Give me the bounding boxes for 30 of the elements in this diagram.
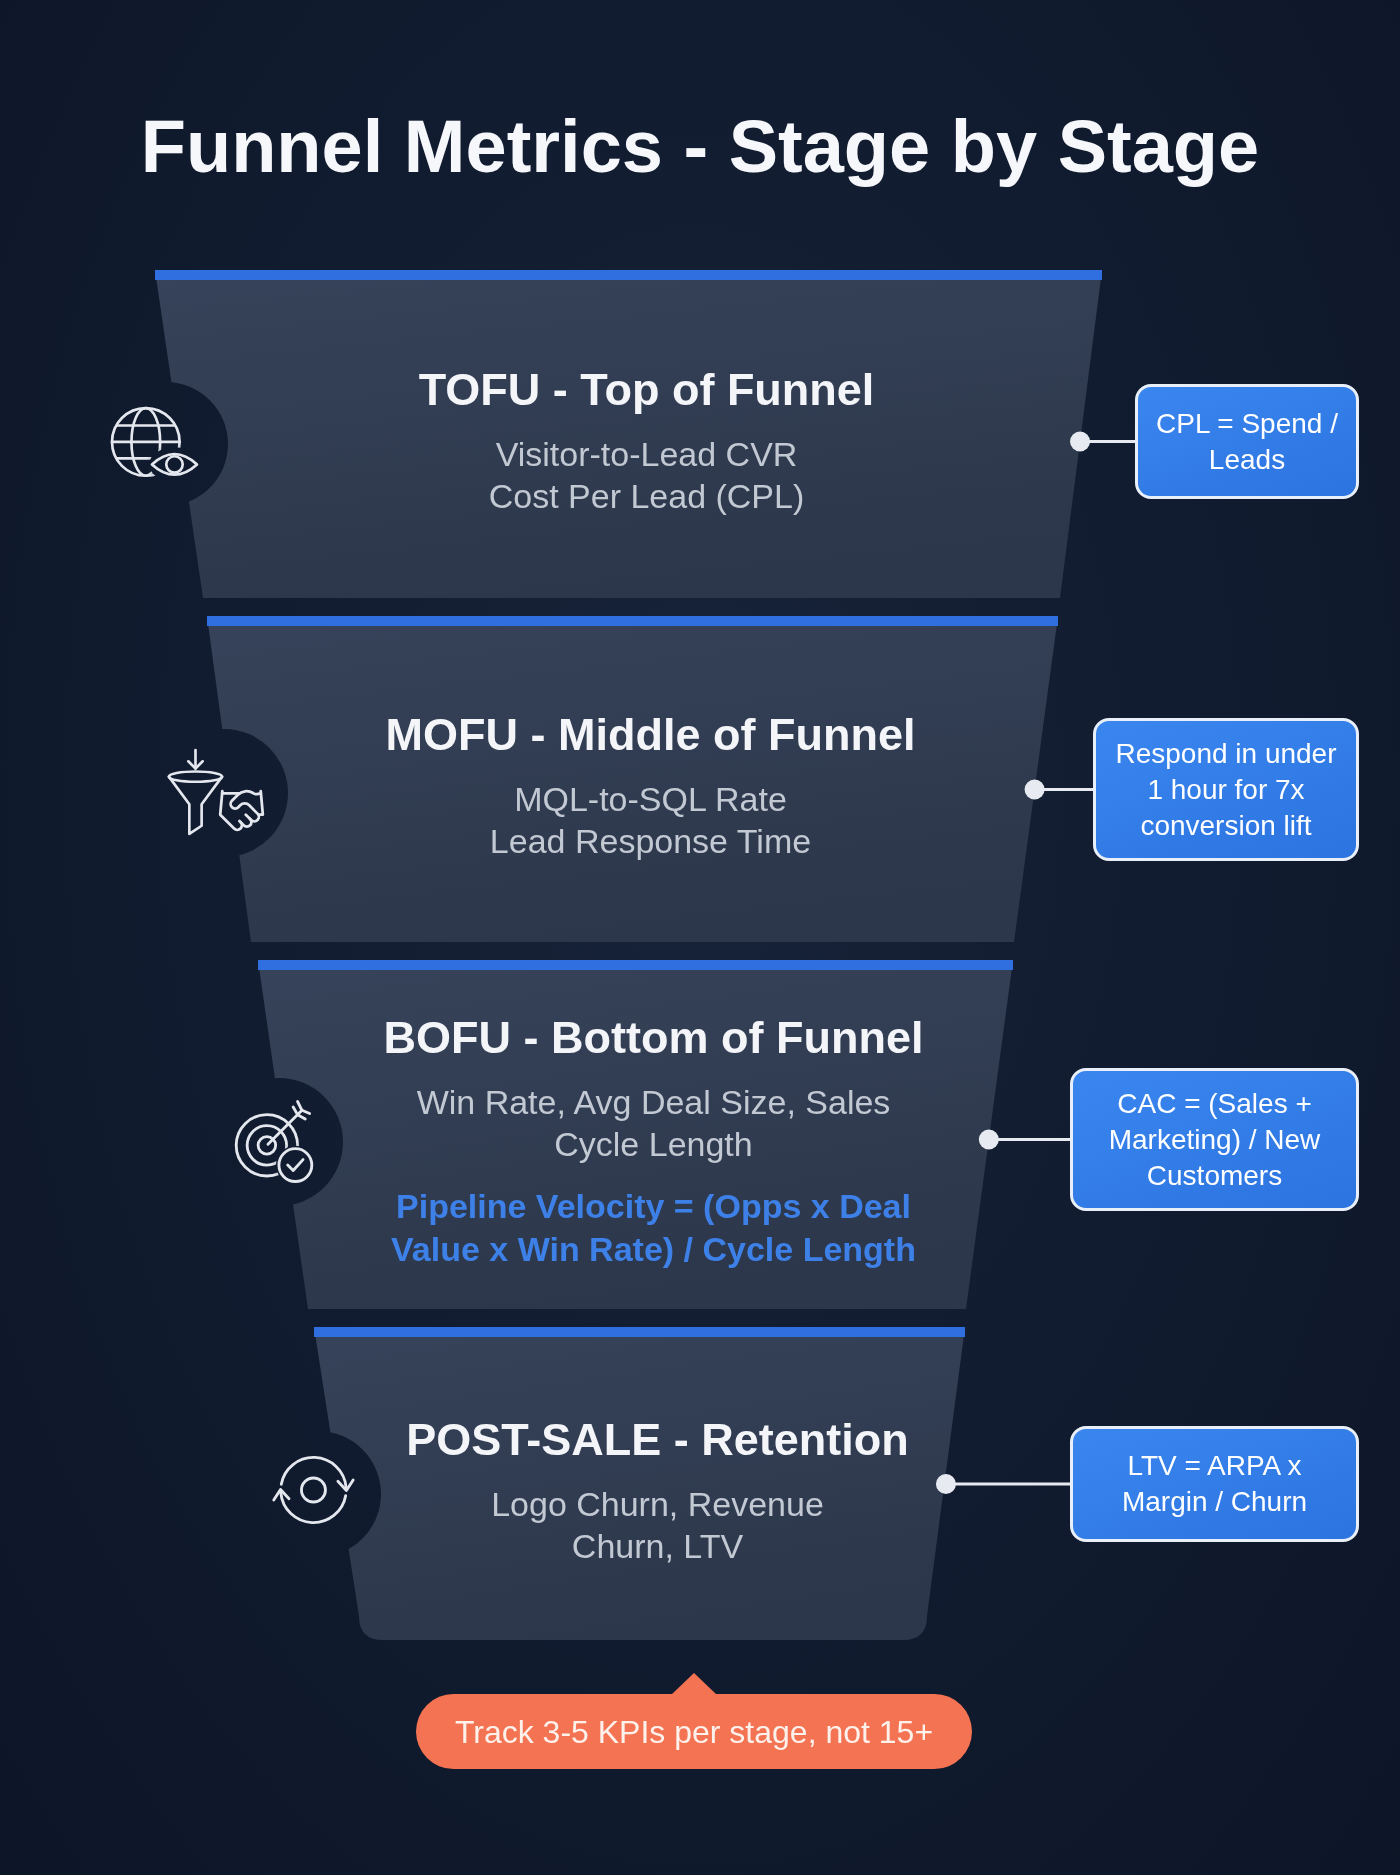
callout-text: CAC = (Sales + Marketing) / New Customers — [1107, 1086, 1322, 1193]
diagram-title: Funnel Metrics - Stage by Stage — [140, 104, 1260, 190]
tip-text: Track 3-5 KPIs per stage, not 15+ — [454, 1712, 934, 1752]
metric-text: Cost Per Lead (CPL) — [488, 476, 805, 517]
funnel-stage — [258, 960, 1013, 1309]
leader-line — [1070, 431, 1135, 452]
callout-box — [1070, 1426, 1359, 1542]
metric-text: Logo Churn, Revenue Churn, LTV — [490, 1483, 825, 1567]
callout-text: Respond in under 1 hour for 7x conversion lift — [1114, 736, 1338, 843]
stage-heading: BOFU - Bottom of Funnel — [383, 1010, 924, 1065]
leader-line — [1024, 779, 1093, 800]
metric-text: MQL-to-SQL Rate — [514, 779, 787, 820]
tip-callout — [416, 1673, 972, 1769]
metric-text: Win Rate, Avg Deal Size, Sales Cycle Length — [415, 1081, 892, 1165]
callout-box — [1093, 718, 1359, 861]
funnel-stage — [314, 1327, 965, 1640]
leader-line — [935, 1474, 1070, 1494]
callout-text: LTV = ARPA x Margin / Churn — [1120, 1449, 1309, 1519]
callout-box — [1135, 384, 1359, 499]
callout-box — [1070, 1068, 1359, 1211]
funnel-stage — [207, 616, 1058, 942]
leader-line — [978, 1129, 1070, 1150]
metric-text: Lead Response Time — [489, 821, 812, 862]
stage-heading: POST-SALE - Retention — [406, 1412, 909, 1467]
callout-text: CPL = Spend / Leads — [1155, 406, 1339, 477]
metric-text: Visitor-to-Lead CVR — [495, 434, 798, 475]
formula-text: Pipeline Velocity = (Opps x Deal Value x Win Rate) / Cycle Length — [390, 1185, 917, 1270]
stage-heading: TOFU - Top of Funnel — [418, 363, 875, 417]
stage-heading: MOFU - Middle of Funnel — [385, 708, 916, 762]
funnel-stage — [155, 270, 1102, 598]
